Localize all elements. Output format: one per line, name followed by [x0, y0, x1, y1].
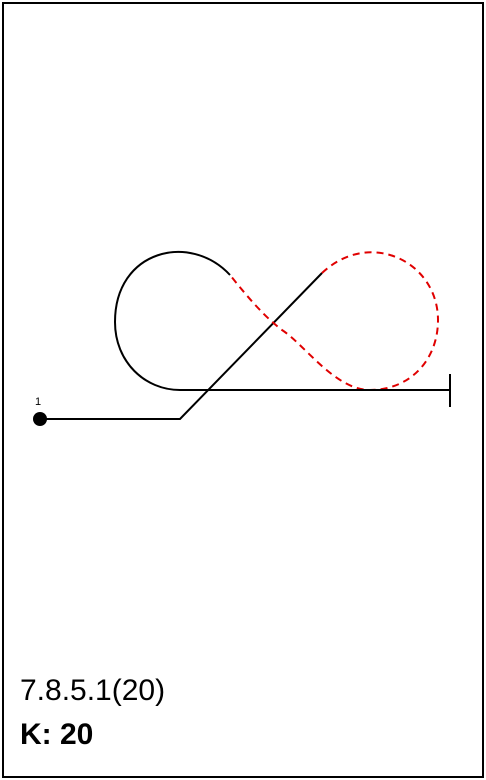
upright-left-loop	[113, 251, 450, 391]
upright-entry-line	[40, 272, 323, 420]
k-factor: K: 20	[20, 718, 94, 751]
figure-code: 7.8.5.1(20)	[20, 674, 166, 707]
inverted-flight-path	[229, 251, 440, 392]
start-dot	[33, 412, 47, 426]
start-number-label: 1	[35, 396, 41, 408]
